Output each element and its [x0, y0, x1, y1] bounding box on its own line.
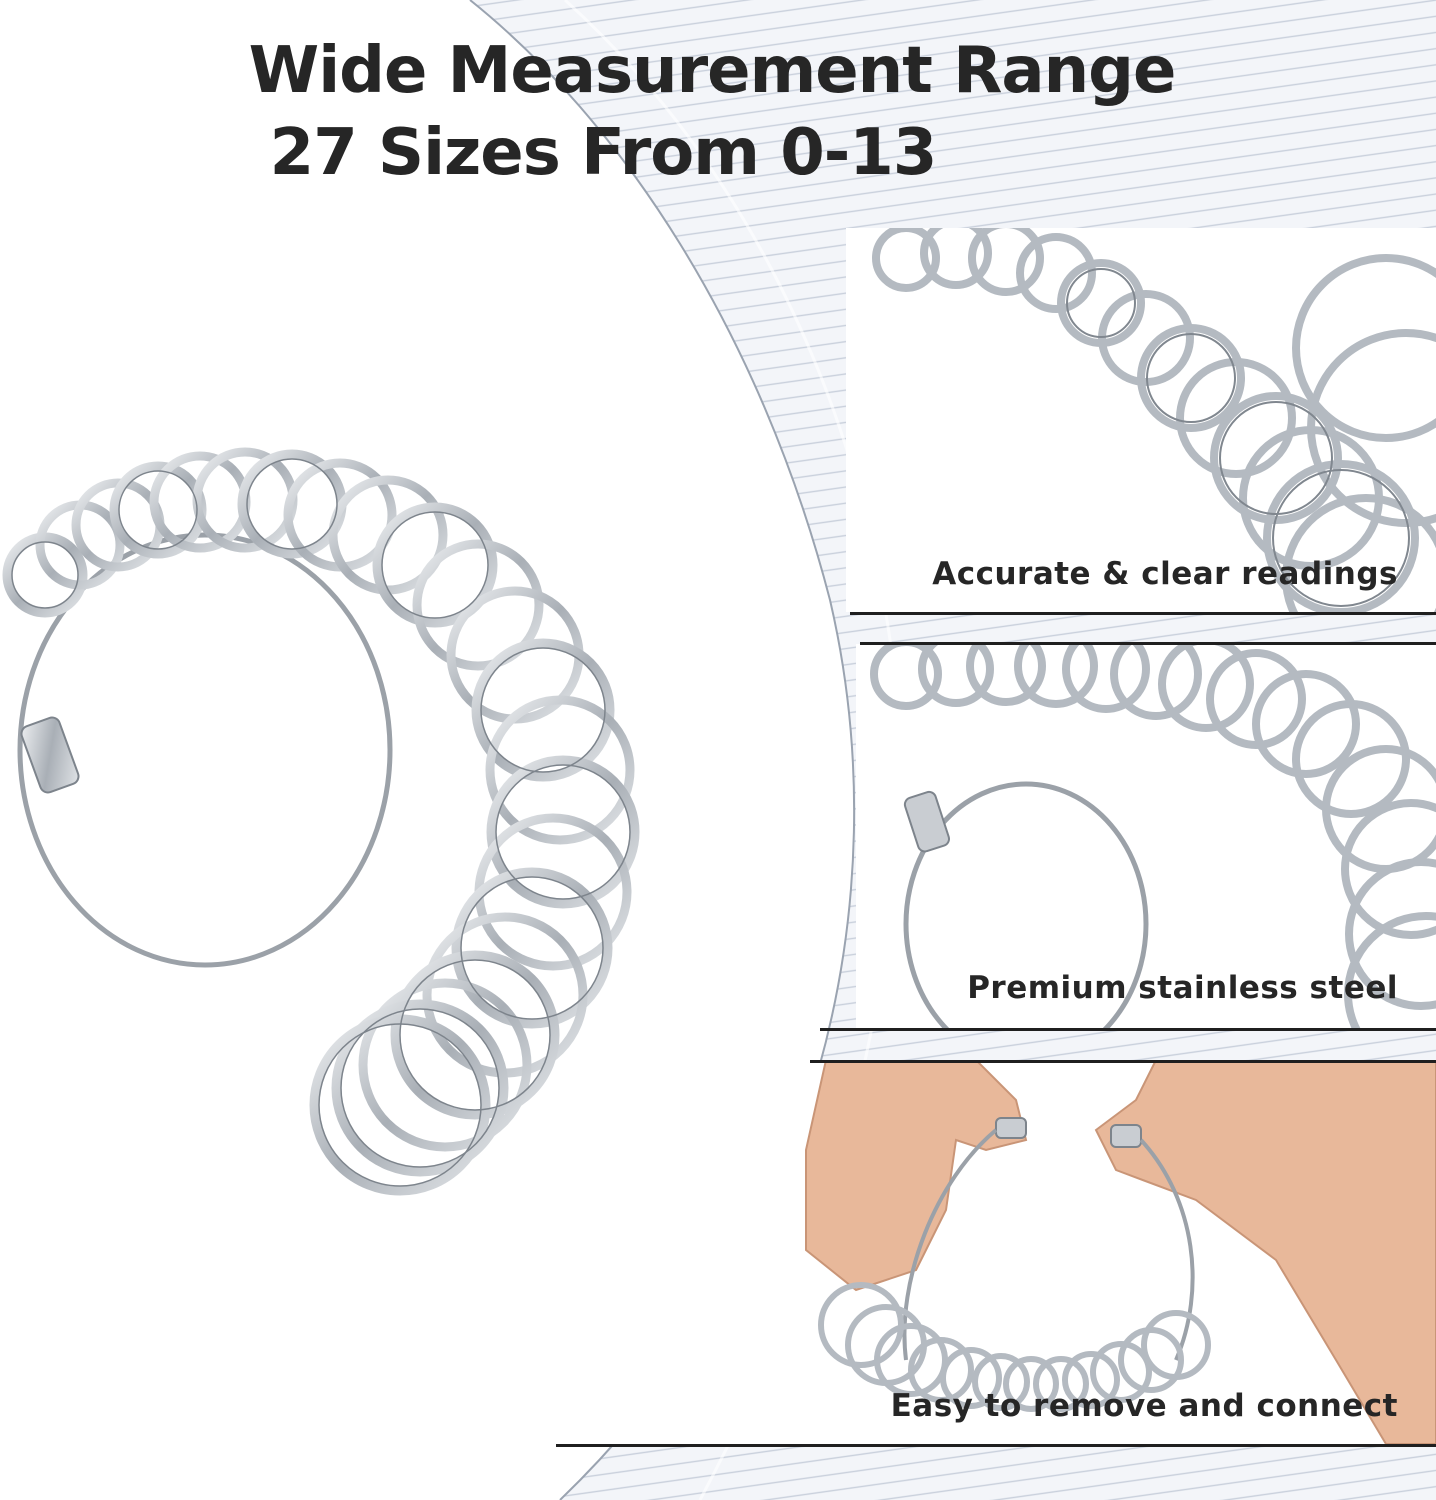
feature-caption-stainless-steel: Premium stainless steel	[967, 970, 1398, 1006]
ring-sizer-main-photo	[2, 447, 640, 1196]
panel-divider-1	[850, 612, 1436, 615]
headline-line-2: 27 Sizes From 0-13	[269, 116, 938, 190]
feature-caption-accurate-readings: Accurate & clear readings	[932, 556, 1398, 592]
feature-panel-accurate-readings	[846, 228, 1436, 612]
panel-divider-5	[556, 1444, 1436, 1447]
panel-divider-3	[820, 1028, 1436, 1031]
headline-line-1: Wide Measurement Range	[248, 34, 1177, 108]
panel-divider-2	[860, 642, 1436, 645]
feature-panel-easy-connect	[556, 1060, 1436, 1444]
ring-sizer-closeup-image	[846, 228, 1436, 612]
ring-sizer-wire-loop-image	[856, 644, 1436, 1028]
feature-caption-easy-connect: Easy to remove and connect	[890, 1388, 1398, 1424]
hands-opening-ring-sizer-image	[556, 1060, 1436, 1444]
feature-panel-stainless-steel	[856, 644, 1436, 1028]
panel-divider-4	[810, 1060, 1436, 1063]
headline: Wide Measurement Range 27 Sizes From 0-1…	[0, 30, 1436, 194]
